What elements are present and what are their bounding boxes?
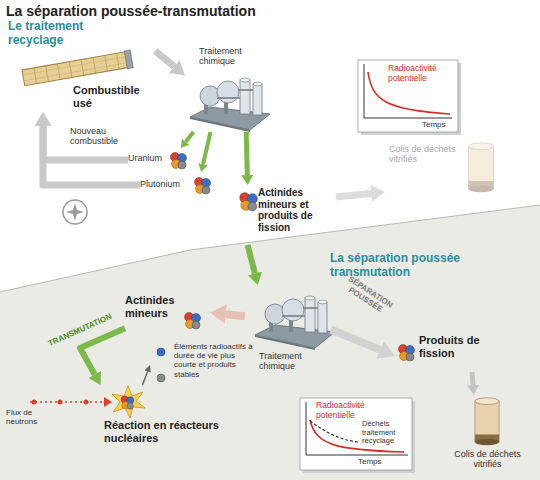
node-text: Combustible usé <box>73 84 153 109</box>
product-atom <box>157 374 165 382</box>
product-atom <box>157 348 165 356</box>
flow-arrow <box>472 372 473 385</box>
node-text: Radioactivité potentielle <box>316 401 378 421</box>
chemical-plant <box>255 296 335 350</box>
waste-canister-item: Colis de déchets vitrifiés <box>385 140 495 205</box>
fuel-rod <box>22 50 133 87</box>
reactor-reaction: Réaction en réacteurs nucléaires <box>90 385 240 455</box>
fission-products-item: Produits de fission <box>395 332 505 372</box>
flow-arrow <box>246 132 247 175</box>
flow-arrow <box>43 126 140 185</box>
arrow-label: TRANSMUTATION <box>45 311 115 349</box>
node-text: Traitement chimique <box>199 46 265 67</box>
uranium-atom <box>171 153 187 170</box>
chemical-plant-item: Traitement chimique <box>185 45 270 132</box>
plutonium-item: Plutonium <box>140 172 212 198</box>
flow-arrow <box>248 245 255 273</box>
node-text: Colis de déchets vitrifiés <box>440 449 535 470</box>
actinide-mix-item: Actinides mineurs et produits de fission <box>232 185 336 245</box>
transmutation-products: Éléments radioactifs à durée de vie plus… <box>150 342 256 388</box>
glass-waste-canister <box>475 398 499 446</box>
node-text: Temps <box>422 120 456 129</box>
uranium-item: Uranium <box>128 148 190 172</box>
decay-graph: Radioactivité potentielleDéchets traitem… <box>300 398 412 470</box>
flow-arrow <box>80 328 125 374</box>
flow-arrow <box>203 132 210 164</box>
fission-burst <box>112 386 145 418</box>
actinide-cluster <box>240 193 258 211</box>
node-text: Actinides mineurs et produits de fission <box>258 187 334 233</box>
flow-arrow <box>143 372 148 385</box>
flow-arrow <box>186 132 194 142</box>
chemical-plant-item: Traitement chimique <box>245 285 331 374</box>
faded-canister <box>468 143 493 192</box>
flow-arrow <box>336 193 371 197</box>
flow-label: Nouveau combustible <box>70 126 130 147</box>
decay-graph: Radioactivité potentielleTemps <box>358 60 458 132</box>
fission-product-atom <box>399 345 415 362</box>
recycling-emblem <box>63 200 87 224</box>
chemical-plant <box>190 78 270 132</box>
node-text: Radioactivité potentielle <box>388 64 454 84</box>
recycling-waste-curve <box>310 421 358 442</box>
node-text: Éléments radioactifs à durée de vie plus… <box>174 342 254 379</box>
flux-label: Flux de neutrons <box>6 408 58 426</box>
actinide-atom <box>185 313 201 330</box>
neutron-flux <box>30 397 112 407</box>
graph-frame <box>300 398 412 470</box>
fuel-rod-item: Combustible usé <box>15 44 155 112</box>
flow-arrow <box>155 51 174 67</box>
flow-arrow <box>331 330 380 350</box>
fissile-atom <box>121 396 134 409</box>
node-text: Produits de fission <box>419 334 501 359</box>
node-text: Temps <box>358 457 392 466</box>
node-text: Colis de déchets vitrifiés <box>389 144 465 165</box>
graph-frame <box>358 60 458 132</box>
node-text: Traitement chimique <box>259 351 329 372</box>
node-text: Uranium <box>128 153 172 163</box>
minor-actinides-item: Actinides mineurs <box>125 290 210 335</box>
node-text: Plutonium <box>140 179 190 189</box>
section-heading: Le traitement recyclage <box>8 20 118 48</box>
section-heading: La séparation poussée transmutation <box>330 252 500 280</box>
lower-plane <box>0 205 540 480</box>
node-text: Actinides mineurs <box>125 294 185 319</box>
diagram-title: La séparation poussée-transmutation <box>6 3 336 19</box>
waste-canister-item: Colis de déchets vitrifiés <box>440 395 537 475</box>
flow-arrow <box>226 314 245 316</box>
node-text: Réaction en réacteurs nucléaires <box>104 419 236 444</box>
plutonium-atom <box>195 178 211 195</box>
node-text: Déchets traitement recyclage <box>362 420 410 446</box>
